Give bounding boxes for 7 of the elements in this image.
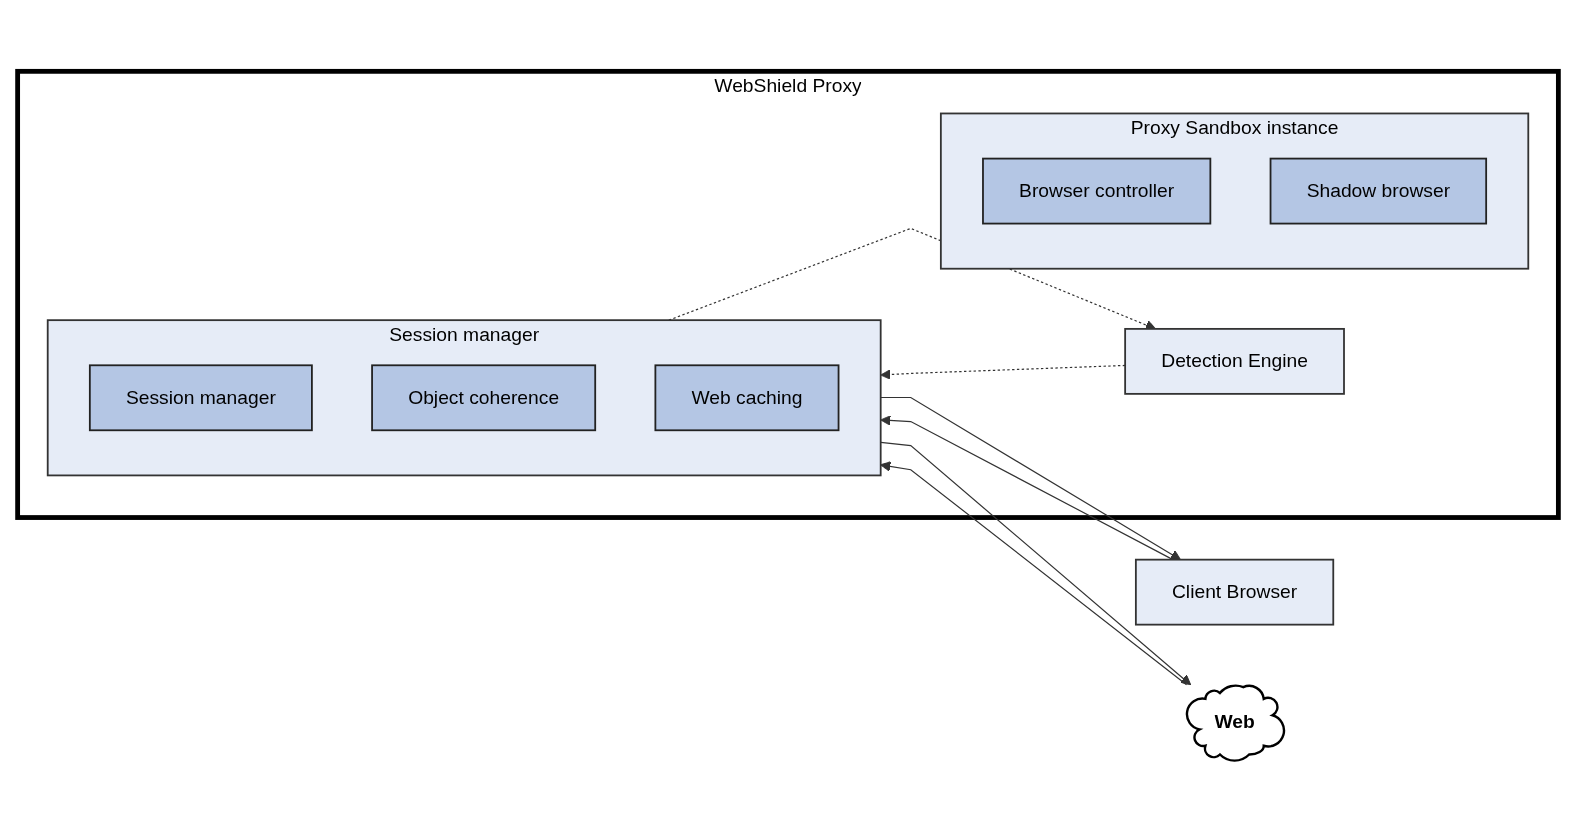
node-box: Web caching	[653, 363, 839, 431]
node-box: Object coherence	[370, 363, 596, 431]
node-box: Detection Engine	[1123, 327, 1345, 395]
node-box: Browser controller	[981, 157, 1211, 224]
node-box: Client Browser	[1134, 558, 1334, 626]
node-box: Shadow browser	[1269, 157, 1487, 224]
node-box: Session manager	[88, 363, 313, 431]
